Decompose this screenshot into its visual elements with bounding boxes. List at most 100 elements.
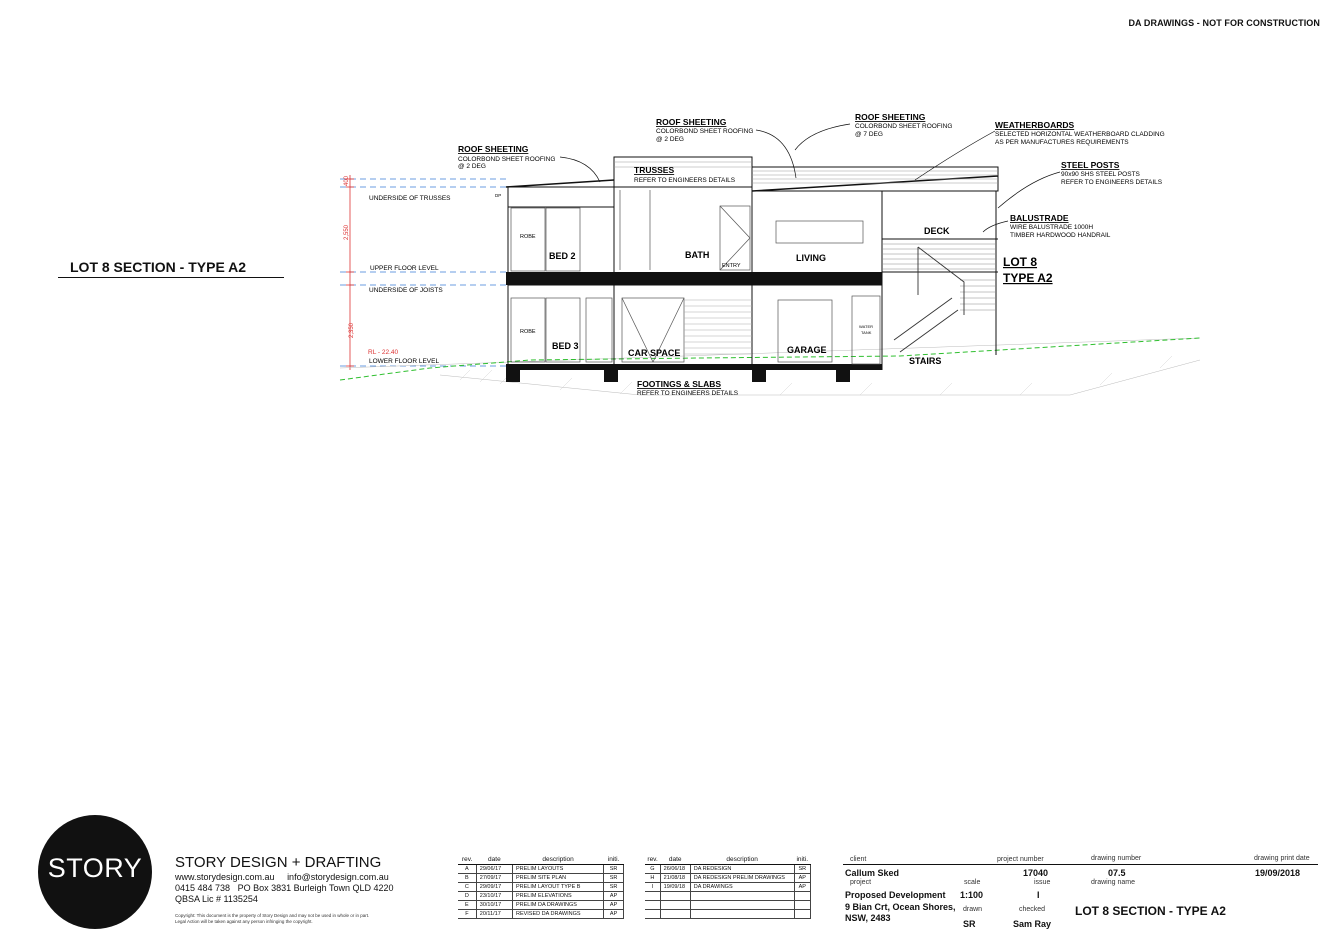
header-note: DA DRAWINGS - NOT FOR CONSTRUCTION [1128,18,1320,28]
revision-desc: PRELIM ELEVATIONS [512,891,605,901]
revision-date: 20/11/17 [476,909,513,919]
client-name: Callum Sked [845,868,900,878]
print-date: 19/09/2018 [1255,868,1301,878]
downpipe-label: DP [495,193,501,198]
revision-init: AP [794,873,812,883]
dim-400: 400 [344,175,350,186]
section-title-underline [58,277,284,278]
revision-rev [645,891,661,901]
project-line-2: 9 Bian Crt, Ocean Shores, [845,902,956,912]
callout-weatherboards-title: WEATHERBOARDS [995,120,1075,130]
section-title: LOT 8 SECTION - TYPE A2 [70,259,247,275]
revision-rev: D [458,891,477,901]
room-living: LIVING [796,253,826,263]
revision-date: 23/10/17 [476,891,513,901]
revision-desc [690,891,795,901]
revision-row [645,900,812,910]
callout-trusses-line1: REFER TO ENGINEERS DETAILS [634,177,736,184]
drawing-name: LOT 8 SECTION - TYPE A2 [1075,904,1226,918]
checked-value: Sam Ray [1013,919,1052,929]
drawing-number-label: drawing number [1091,855,1142,862]
project-line-1: Proposed Development [845,890,946,900]
callout-trusses-title: TRUSSES [634,165,674,175]
issue-value: I [1037,890,1040,900]
callout-balustrade-line2: TIMBER HARDWOOD HANDRAIL [1010,232,1111,239]
revision-init: AP [794,882,812,892]
drawing-name-label: drawing name [1091,879,1135,886]
callout-roof1-line1: COLORBOND SHEET ROOFING [458,156,555,163]
revision-date: 19/09/18 [660,882,691,892]
callout-footings-title: FOOTINGS & SLABS [637,379,721,389]
revision-rev: A [458,864,477,874]
dimension-line [346,175,354,370]
room-garage: GARAGE [787,345,827,355]
story-logo-text: STORY [47,853,143,883]
level-lines [340,178,506,367]
callout-footings-line1: REFER TO ENGINEERS DETAILS [637,390,739,397]
revision-init [794,891,812,901]
scale-value: 1:100 [960,890,984,900]
revision-date: 21/08/18 [660,873,691,883]
terrain-hatch [339,337,1201,396]
rl-label: RL - 22.40 [368,349,398,356]
revision-init: SR [603,864,624,874]
project-label: project [850,879,872,886]
client-label: client [850,856,867,863]
revision-rev: B [458,873,477,883]
room-car-space: CAR SPACE [628,348,680,358]
revision-date: 26/06/18 [660,864,691,874]
level-lower-floor: LOWER FLOOR LEVEL [369,358,439,365]
drawn-value: SR [963,919,976,929]
revision-init: AP [603,909,624,919]
room-bed3: BED 3 [552,341,579,351]
firm-contact: www.storydesign.com.au info@storydesign.… [175,872,394,905]
water-tank [851,295,881,365]
room-robe-lower: ROBE [520,329,536,335]
floor-slab [506,272,882,285]
revision-desc: PRELIM LAYOUTS [512,864,605,874]
copyright-note: Copyright: This document is the property… [175,913,370,924]
callout-leaders [559,123,1061,233]
revision-rev: C [458,882,477,892]
revision-date [660,891,691,901]
revision-date: 27/09/17 [476,873,513,883]
revision-date: 29/06/17 [476,864,513,874]
firm-name: STORY DESIGN + DRAFTING [175,854,382,871]
revision-init: SR [603,882,624,892]
callout-roof2-line1: COLORBOND SHEET ROOFING [656,128,753,135]
dim-2350: 2,350 [349,322,355,338]
room-deck: DECK [924,226,950,236]
title-block-rule [843,864,1318,865]
revision-desc: DA REDESIGN PRELIM DRAWINGS [690,873,795,883]
revision-init [794,900,812,910]
deck-structure [881,191,998,370]
stairs-drawing [893,246,965,353]
revision-desc [690,900,795,910]
room-entry: ENTRY [722,263,741,269]
revision-rev [645,900,661,910]
callout-weatherboards-line2: AS PER MANUFACTURES REQUIREMENTS [995,139,1129,146]
revision-date: 29/09/17 [476,882,513,892]
revision-init [794,909,812,919]
room-bath: BATH [685,250,709,260]
issue-label: issue [1034,879,1051,886]
revision-desc: REVISED DA DRAWINGS [512,909,605,919]
revision-desc: DA REDESIGN [690,864,795,874]
firm-phone: 0415 484 738 [175,883,231,893]
terrain-fill [459,355,1173,396]
firm-email: info@storydesign.com.au [287,872,389,882]
callout-steel-posts-line2: REFER TO ENGINEERS DETAILS [1061,179,1163,186]
callout-roof1-title: ROOF SHEETING [458,144,529,154]
water-tank-label-2: TANK [861,330,872,335]
revision-date: 30/10/17 [476,900,513,910]
revision-rev: F [458,909,477,919]
revision-date [660,900,691,910]
